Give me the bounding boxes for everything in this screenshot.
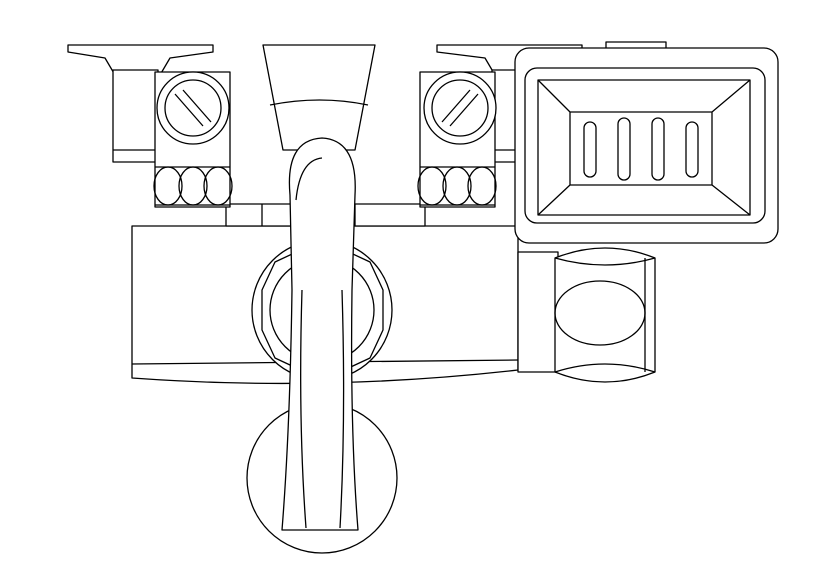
side-connector (517, 247, 656, 383)
left-handle[interactable] (67, 44, 233, 208)
slot (617, 117, 631, 181)
spout (262, 44, 376, 531)
right-screw-slot-icon (441, 89, 479, 127)
slot (685, 121, 699, 178)
soap-dish (514, 41, 779, 244)
left-screw-slot-icon (174, 89, 212, 127)
slot (651, 117, 665, 181)
slot (583, 121, 597, 178)
